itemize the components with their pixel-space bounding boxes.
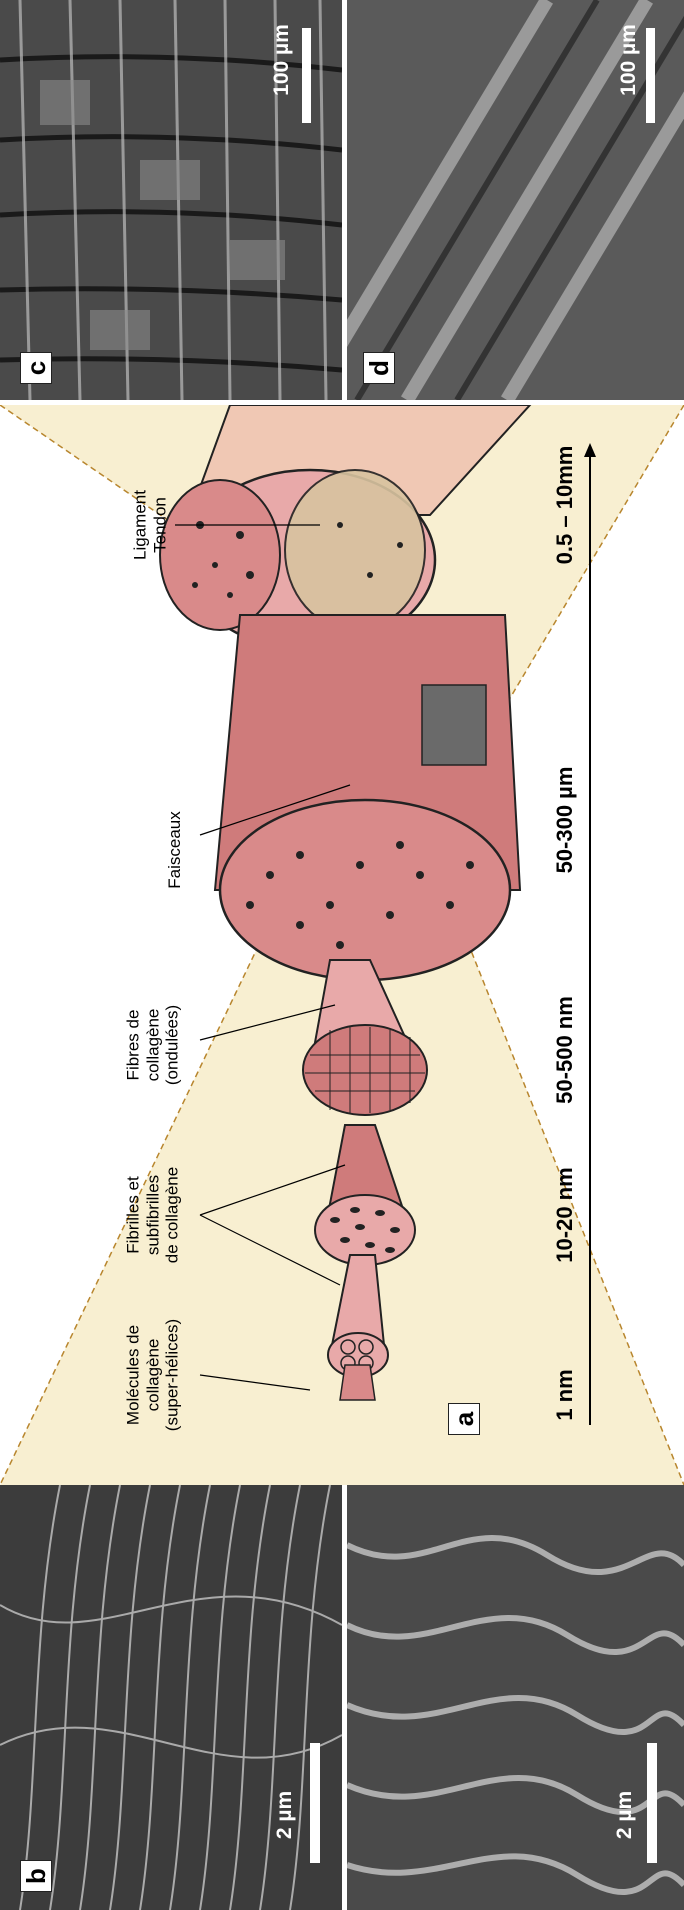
panel-d-scale-label: 100 µm [617,24,641,96]
panel-e-scale-label: 2 µm [613,1791,637,1839]
panel-d-letter: d [363,352,395,384]
fascicle-sem-inset [422,685,486,765]
panel-b-letter: b [20,1860,52,1892]
scale-axis-label-3: 50-500 nm [552,996,578,1104]
scale-axis-label-1: 1 nm [552,1369,578,1420]
panel-d-sem-image: 100 µm d [347,0,684,400]
scale-axis-label-4: 50-300 µm [552,767,578,874]
label-fascicles: Faisceaux [165,811,185,888]
panel-c-letter: c [20,352,52,384]
panel-a-letter: a [448,1403,480,1435]
scale-axis-label-5: 0.5 – 10mm [552,446,578,565]
panel-c-sem-image: 100 µm c [0,0,342,400]
fibre-cross-section [303,1025,427,1115]
fascicle-cross-section [220,800,510,980]
panel-b-sem-image: 2 µm b [0,1485,342,1910]
scale-axis-label-2: 10-20 nm [552,1167,578,1262]
panel-e-sem-image: 2 µm [347,1485,684,1910]
panel-b-scale-label: 2 µm [273,1791,297,1839]
panel-c-scale-label: 100 µm [270,24,294,96]
